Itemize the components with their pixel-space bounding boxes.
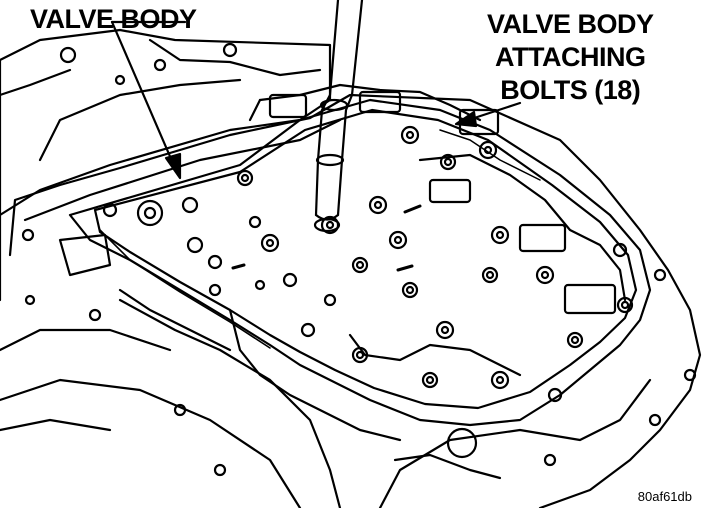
valve-body [68, 83, 652, 442]
leader-arrows [110, 20, 522, 180]
bolts-callout-line-1: VALVE BODY [487, 9, 654, 39]
valve-body-callout: VALVE BODY [30, 4, 197, 34]
figure-code: 80af61db [637, 489, 692, 504]
valve-body-arrowhead [164, 152, 182, 180]
bolts-callout-line-3: BOLTS (18) [500, 75, 641, 105]
bolts-callout-line-2: ATTACHING [495, 42, 646, 72]
attaching-bolts-callout: VALVE BODY ATTACHING BOLTS (18) [487, 8, 654, 107]
valve-body-bolts [102, 125, 634, 403]
bolts-arrowhead [454, 110, 478, 128]
socket-extension-tool [313, 0, 364, 233]
valve-body-leader [110, 20, 177, 170]
transmission-case [0, 28, 702, 508]
